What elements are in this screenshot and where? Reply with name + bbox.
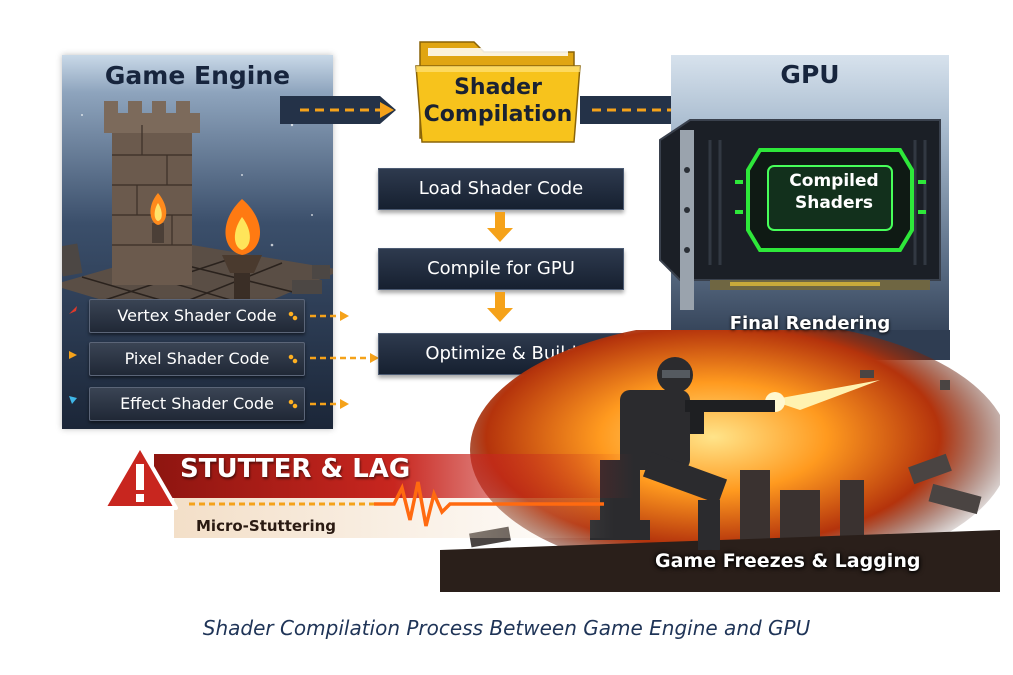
folder-title-line2: Compilation: [423, 102, 573, 127]
pixel-shader-label: Pixel Shader Code: [124, 349, 270, 368]
graphics-card-icon: [659, 119, 941, 310]
connector-dots-icon: [288, 399, 298, 409]
step-label: Optimize & Build: [425, 343, 577, 364]
vertex-shader-code-box: Vertex Shader Code: [89, 299, 305, 333]
step-compile-for-gpu: Compile for GPU: [378, 248, 624, 290]
chip-line2: Shaders: [794, 193, 874, 213]
gpu-title: GPU: [780, 60, 840, 89]
folder-icon: [415, 41, 581, 143]
step-label: Compile for GPU: [427, 258, 575, 279]
final-rendering-label: Final Rendering: [729, 313, 891, 334]
game-engine-title: Game Engine: [104, 61, 291, 90]
step-load-shader-code: Load Shader Code: [378, 168, 624, 210]
micro-stuttering-label: Micro-Stuttering: [196, 517, 337, 535]
folder-title-line1: Shader: [454, 75, 542, 100]
shader-compilation-title: Shader Compilation: [414, 74, 582, 128]
shader-input-arrows: [310, 311, 379, 409]
step-label: Load Shader Code: [418, 178, 584, 199]
soldier-battle-illustration: [440, 330, 1000, 592]
red-arrow-icon: [69, 306, 77, 314]
figure-caption: Shader Compilation Process Between Game …: [202, 616, 811, 640]
game-freezes-label: Game Freezes & Lagging: [655, 550, 921, 572]
compiled-shaders-label: Compiled Shaders: [772, 170, 896, 214]
connector-dots-icon: [288, 354, 298, 364]
pixel-shader-code-box: Pixel Shader Code: [89, 342, 305, 376]
orange-arrow-icon: [69, 351, 77, 359]
chip-line1: Compiled: [789, 171, 879, 191]
effect-shader-code-box: Effect Shader Code: [89, 387, 305, 421]
connector-dots-icon: [288, 311, 298, 321]
castle-tower-illustration: [62, 101, 333, 330]
vertex-shader-label: Vertex Shader Code: [117, 306, 277, 325]
stutter-lag-title: STUTTER & LAG: [180, 454, 411, 484]
stutter-banner: [104, 446, 634, 538]
blue-arrow-icon: [69, 396, 77, 404]
effect-shader-label: Effect Shader Code: [120, 394, 274, 413]
step-down-arrows: [487, 212, 513, 322]
